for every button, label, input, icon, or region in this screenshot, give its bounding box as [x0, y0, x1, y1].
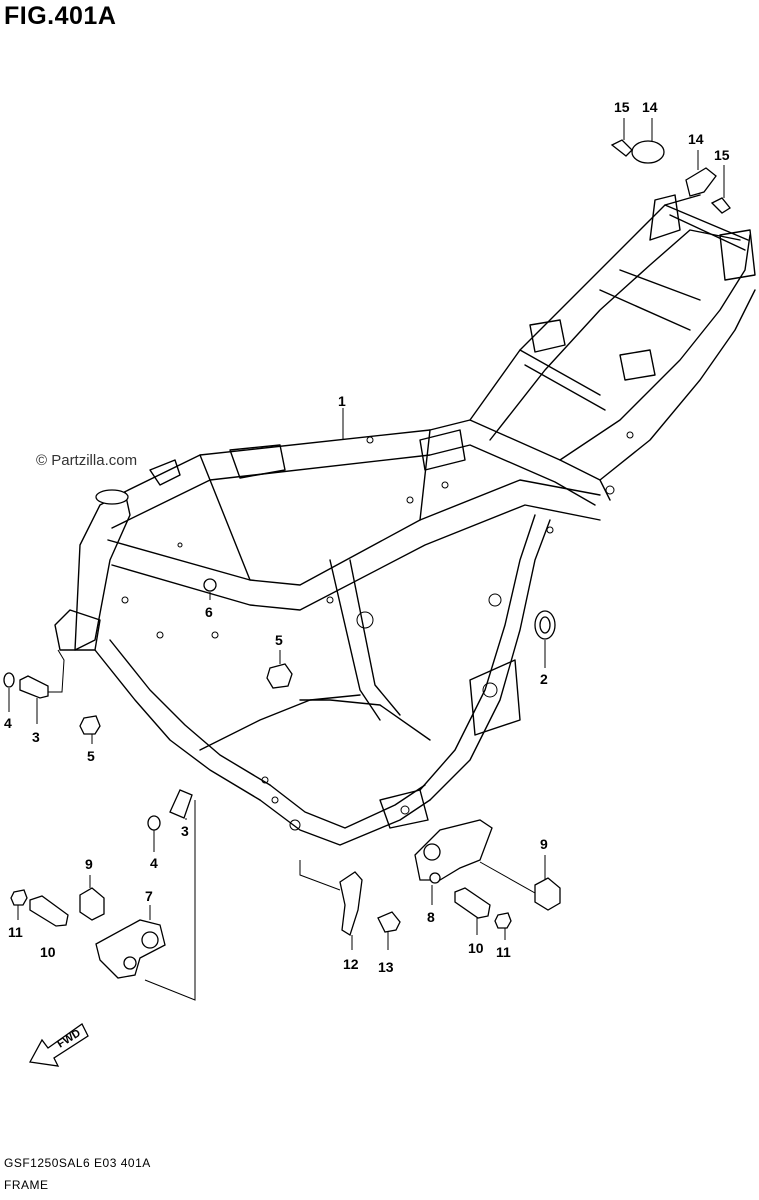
part-9-bushing-right: [534, 877, 561, 911]
part-9-bushing-left: [79, 887, 105, 921]
callout-8: 8: [427, 909, 435, 925]
part-11-nut-right: [494, 912, 512, 929]
part-12-bracket: [339, 871, 363, 936]
part-14-cap-right: [685, 167, 717, 197]
part-3-bolt-left: [19, 675, 49, 699]
callout-15-left: 15: [614, 99, 630, 115]
part-5-nut-center: [266, 663, 293, 689]
callout-3-left: 3: [32, 729, 40, 745]
part-13-screw: [377, 911, 401, 933]
callout-5-center: 5: [275, 632, 283, 648]
part-3-bolt-mid: [169, 789, 193, 819]
part-4-washer-left: [3, 672, 15, 688]
callout-4-left: 4: [4, 715, 12, 731]
callout-14-right: 14: [688, 131, 704, 147]
fwd-arrow: FWD: [28, 1023, 89, 1067]
callout-11-right: 11: [496, 944, 511, 960]
part-10-bolt-left: [29, 895, 69, 927]
figure-caption: FRAME: [4, 1178, 49, 1192]
callout-6: 6: [205, 604, 213, 620]
part-5-nut-left: [79, 715, 101, 735]
part-8-bracket: [414, 819, 493, 881]
frame-body: [54, 194, 756, 846]
loose-parts: [3, 139, 731, 979]
part-14-cap-left: [631, 140, 665, 164]
callout-5-left: 5: [87, 748, 95, 764]
callout-15-right: 15: [714, 147, 730, 163]
watermark: © Partzilla.com: [36, 452, 138, 469]
callout-13: 13: [378, 959, 394, 975]
callout-10-right: 10: [468, 940, 484, 956]
part-10-bolt-right: [454, 887, 491, 919]
part-15-screw-right: [710, 197, 731, 214]
callout-1: 1: [338, 393, 346, 409]
figure-title: FIG.401A: [4, 2, 117, 30]
callout-9-right: 9: [540, 836, 548, 852]
callout-2: 2: [540, 671, 548, 687]
part-4-washer-mid: [147, 815, 161, 831]
part-15-screw-left: [610, 139, 633, 157]
callout-7: 7: [145, 888, 153, 904]
figure-code: GSF1250SAL6 E03 401A: [4, 1156, 151, 1170]
callout-10-left: 10: [40, 944, 56, 960]
callout-4-mid: 4: [150, 855, 158, 871]
part-6-plug: [203, 578, 217, 592]
callout-labels: 1 2 3 3 4 4 5 5 6 7 8 9 9 10 10 11 11 12…: [4, 99, 730, 975]
part-11-nut-left: [10, 889, 28, 906]
callout-14-left: 14: [642, 99, 658, 115]
callout-12: 12: [343, 956, 359, 972]
callout-11-left: 11: [8, 924, 23, 940]
leader-lines: [8, 118, 725, 1001]
callout-3-mid: 3: [181, 823, 189, 839]
callout-9-left: 9: [85, 856, 93, 872]
